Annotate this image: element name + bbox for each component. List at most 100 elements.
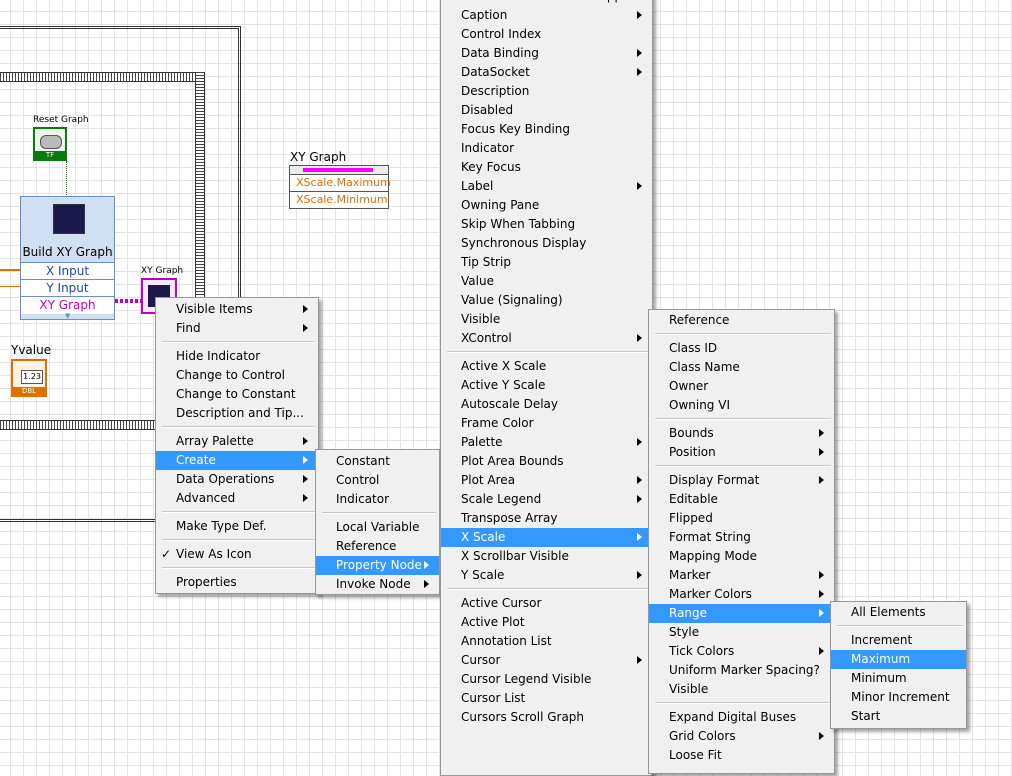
menu-item-properties[interactable]: Properties <box>156 573 318 592</box>
property-item-autoscale-delay[interactable]: Autoscale Delay <box>441 395 652 414</box>
y-input-terminal[interactable]: Y Input <box>21 279 114 297</box>
property-item-xcontrol[interactable]: XControl <box>441 329 652 348</box>
create-item-control[interactable]: Control <box>316 471 439 490</box>
property-item-cursors-scroll-graph[interactable]: Cursors Scroll Graph <box>441 708 652 727</box>
menu-item-visible-items[interactable]: Visible Items <box>156 300 318 319</box>
property-item-plot-area-bounds[interactable]: Plot Area Bounds <box>441 452 652 471</box>
build-xy-graph-node[interactable]: Build XY Graph X Input Y Input XY Graph … <box>20 196 115 320</box>
yvalue-terminal[interactable]: 1.23 DBL <box>11 359 47 397</box>
xscale-item-style[interactable]: Style <box>649 623 834 642</box>
property-item-value-signaling[interactable]: Value (Signaling) <box>441 291 652 310</box>
reset-graph-terminal[interactable]: TF <box>33 127 67 161</box>
xscale-item-tick-colors[interactable]: Tick Colors <box>649 642 834 661</box>
xscale-item-display-format[interactable]: Display Format <box>649 471 834 490</box>
property-item-indicator[interactable]: Indicator <box>441 139 652 158</box>
property-node[interactable]: XScale.Maximum XScale.Minimum <box>289 165 391 209</box>
xscale-item-editable[interactable]: Editable <box>649 490 834 509</box>
menu-item-view-as-icon[interactable]: ✓View As Icon <box>156 545 318 564</box>
property-xscale-minimum[interactable]: XScale.Minimum <box>296 193 388 206</box>
menu-item-change-to-control[interactable]: Change to Control <box>156 366 318 385</box>
checkmark-icon: ✓ <box>161 547 172 561</box>
menu-item-data-operations[interactable]: Data Operations <box>156 470 318 489</box>
range-item-maximum[interactable]: Maximum <box>831 650 966 669</box>
property-item-key-focus[interactable]: Key Focus <box>441 158 652 177</box>
menu-item-array-palette[interactable]: Array Palette <box>156 432 318 451</box>
xscale-item-grid-colors[interactable]: Grid Colors <box>649 727 834 746</box>
property-item-scale-legend[interactable]: Scale Legend <box>441 490 652 509</box>
xscale-item-flipped[interactable]: Flipped <box>649 509 834 528</box>
range-item-all-elements[interactable]: All Elements <box>831 603 966 622</box>
xscale-item-class-id[interactable]: Class ID <box>649 339 834 358</box>
menu-item-advanced[interactable]: Advanced <box>156 489 318 508</box>
property-item-y-scale[interactable]: Y Scale <box>441 566 652 585</box>
create-item-property-node[interactable]: Property Node <box>316 556 439 575</box>
property-item-cursor[interactable]: Cursor <box>441 651 652 670</box>
xscale-item-mapping-mode[interactable]: Mapping Mode <box>649 547 834 566</box>
xscale-item-marker[interactable]: Marker <box>649 566 834 585</box>
menu-item-make-type-def[interactable]: Make Type Def. <box>156 517 318 536</box>
xscale-item-reference[interactable]: Reference <box>649 311 834 330</box>
property-item-label[interactable]: Label <box>441 177 652 196</box>
property-item-data-binding[interactable]: Data Binding <box>441 44 652 63</box>
property-item-disabled[interactable]: Disabled <box>441 101 652 120</box>
xscale-item-visible[interactable]: Visible <box>649 680 834 699</box>
property-item-plot-area[interactable]: Plot Area <box>441 471 652 490</box>
property-item-caption[interactable]: Caption <box>441 6 652 25</box>
property-item-cursor-legend-visible[interactable]: Cursor Legend Visible <box>441 670 652 689</box>
xscale-item-owner[interactable]: Owner <box>649 377 834 396</box>
xscale-item-position[interactable]: Position <box>649 443 834 462</box>
property-item-owning-pane[interactable]: Owning Pane <box>441 196 652 215</box>
property-item-x-scrollbar-visible[interactable]: X Scrollbar Visible <box>441 547 652 566</box>
xscale-item-range[interactable]: Range <box>649 604 834 623</box>
menu-item-label: Cursor List <box>461 691 526 705</box>
create-item-indicator[interactable]: Indicator <box>316 490 439 509</box>
menu-item-change-to-constant[interactable]: Change to Constant <box>156 385 318 404</box>
xscale-item-expand-digital-buses[interactable]: Expand Digital Buses <box>649 708 834 727</box>
create-item-reference[interactable]: Reference <box>316 537 439 556</box>
xscale-item-class-name[interactable]: Class Name <box>649 358 834 377</box>
menu-item-find[interactable]: Find <box>156 319 318 338</box>
menu-item-label: Expand Digital Buses <box>669 710 797 724</box>
range-item-start[interactable]: Start <box>831 707 966 726</box>
range-item-minimum[interactable]: Minimum <box>831 669 966 688</box>
menu-item-hide-indicator[interactable]: Hide Indicator <box>156 347 318 366</box>
menu-item-create[interactable]: Create <box>156 451 318 470</box>
property-item-x-scale[interactable]: X Scale <box>441 528 652 547</box>
xscale-item-loose-fit[interactable]: Loose Fit <box>649 746 834 765</box>
property-item-palette[interactable]: Palette <box>441 433 652 452</box>
range-item-minor-increment[interactable]: Minor Increment <box>831 688 966 707</box>
property-item-transpose-array[interactable]: Transpose Array <box>441 509 652 528</box>
xscale-item-marker-colors[interactable]: Marker Colors <box>649 585 834 604</box>
xscale-item-owning-vi[interactable]: Owning VI <box>649 396 834 415</box>
property-item-cursor-list[interactable]: Cursor List <box>441 689 652 708</box>
create-item-local-variable[interactable]: Local Variable <box>316 518 439 537</box>
property-item-visible[interactable]: Visible <box>441 310 652 329</box>
create-item-invoke-node[interactable]: Invoke Node <box>316 575 439 594</box>
menu-item-description-and-tip[interactable]: Description and Tip... <box>156 404 318 423</box>
property-item-tip-strip[interactable]: Tip Strip <box>441 253 652 272</box>
property-item-active-x-scale[interactable]: Active X Scale <box>441 357 652 376</box>
property-item-focus-key-binding[interactable]: Focus Key Binding <box>441 120 652 139</box>
property-item-description[interactable]: Description <box>441 82 652 101</box>
property-item-active-plot[interactable]: Active Plot <box>441 613 652 632</box>
property-item-control-index[interactable]: Control Index <box>441 25 652 44</box>
x-input-terminal[interactable]: X Input <box>21 262 114 280</box>
property-item-active-y-scale[interactable]: Active Y Scale <box>441 376 652 395</box>
property-xscale-maximum[interactable]: XScale.Maximum <box>296 176 391 189</box>
xscale-item-uniform-marker-spacing[interactable]: Uniform Marker Spacing? <box>649 661 834 680</box>
property-item-active-cursor[interactable]: Active Cursor <box>441 594 652 613</box>
property-item-annotation-list[interactable]: Annotation List <box>441 632 652 651</box>
create-item-constant[interactable]: Constant <box>316 452 439 471</box>
xscale-item-format-string[interactable]: Format String <box>649 528 834 547</box>
property-item-value[interactable]: Value <box>441 272 652 291</box>
property-item-frame-color[interactable]: Frame Color <box>441 414 652 433</box>
property-item-built-in-mouse-wheel-support[interactable]: Built-In Mouse Wheel Support <box>441 0 652 6</box>
menu-item-label: Uniform Marker Spacing? <box>669 663 820 677</box>
xy-graph-output-terminal[interactable]: XY Graph <box>21 296 114 314</box>
menu-item-label: Cursor Legend Visible <box>461 672 592 686</box>
property-item-synchronous-display[interactable]: Synchronous Display <box>441 234 652 253</box>
property-item-skip-when-tabbing[interactable]: Skip When Tabbing <box>441 215 652 234</box>
property-item-datasocket[interactable]: DataSocket <box>441 63 652 82</box>
xscale-item-bounds[interactable]: Bounds <box>649 424 834 443</box>
range-item-increment[interactable]: Increment <box>831 631 966 650</box>
